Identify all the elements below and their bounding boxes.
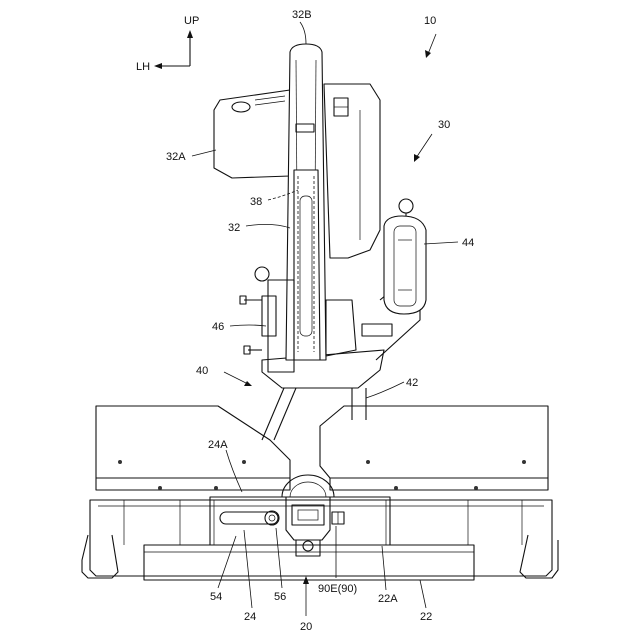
direction-lh-label: LH <box>136 61 150 73</box>
cutting-unit <box>214 44 426 372</box>
direction-indicator: UP LH <box>136 15 199 73</box>
label-38: 38 <box>250 196 262 208</box>
label-32a: 32A <box>166 151 186 163</box>
direction-up-label: UP <box>184 15 199 27</box>
label-90e: 90E(90) <box>318 583 357 595</box>
label-44: 44 <box>462 237 474 249</box>
label-42: 42 <box>406 377 418 389</box>
label-54: 54 <box>210 591 222 603</box>
label-46: 46 <box>212 321 224 333</box>
label-40: 40 <box>196 365 208 377</box>
label-24: 24 <box>244 611 256 623</box>
label-32: 32 <box>228 222 240 234</box>
fence-right <box>320 406 548 490</box>
label-22a: 22A <box>378 593 398 605</box>
label-56: 56 <box>274 591 286 603</box>
label-30: 30 <box>438 119 450 131</box>
label-22: 22 <box>420 611 432 623</box>
fence-left <box>96 406 290 490</box>
label-24a: 24A <box>208 439 228 451</box>
label-32b: 32B <box>292 9 312 21</box>
turntable <box>210 475 390 556</box>
label-20: 20 <box>300 621 312 633</box>
label-10: 10 <box>424 15 436 27</box>
